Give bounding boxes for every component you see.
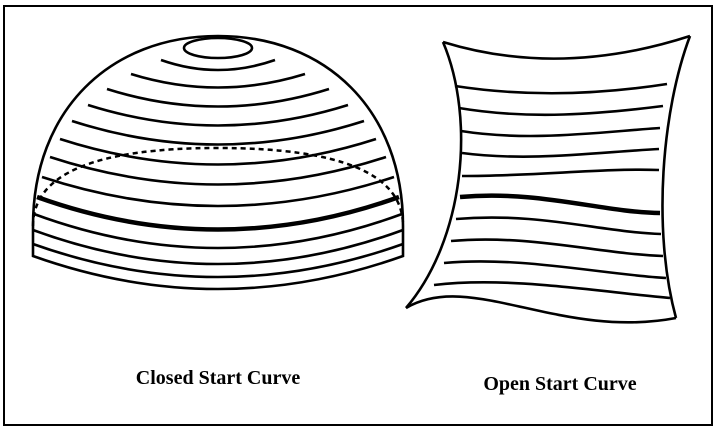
latitude-ring <box>182 36 254 60</box>
section-line <box>458 104 664 117</box>
sheet-top-edge <box>442 34 691 60</box>
latitude-ring <box>49 155 387 186</box>
open-sheet-diagram <box>405 34 692 324</box>
section-line <box>455 216 662 236</box>
closed-start-curve <box>36 194 400 232</box>
latitude-ring <box>32 228 404 266</box>
figure-frame <box>3 5 713 426</box>
section-line <box>461 168 660 178</box>
latitude-ring <box>41 175 395 208</box>
latitude-ring <box>71 119 365 146</box>
latitude-ring <box>106 87 330 108</box>
latitude-ring <box>59 137 377 166</box>
open-start-curve <box>459 193 661 216</box>
section-line <box>433 281 671 300</box>
hemisphere-diagram <box>31 34 405 291</box>
hemisphere-outline <box>31 34 405 227</box>
sheet-bottom-edge <box>405 295 677 324</box>
section-line <box>443 260 667 280</box>
hemisphere-base <box>31 226 405 291</box>
latitude-ring <box>32 242 404 279</box>
open-start-curve-label: Open Start Curve <box>483 373 636 395</box>
section-line <box>461 147 660 158</box>
latitude-ring <box>130 72 306 89</box>
section-line <box>460 126 661 138</box>
sheet-right-edge <box>661 35 692 319</box>
latitude-ring <box>160 58 276 72</box>
sheet-left-edge <box>405 41 463 309</box>
closed-start-curve-label: Closed Start Curve <box>136 367 301 389</box>
hidden-base-curve <box>31 146 405 227</box>
latitude-ring <box>33 212 403 250</box>
latitude-ring <box>87 103 349 127</box>
section-line <box>454 82 668 95</box>
section-line <box>450 238 664 258</box>
